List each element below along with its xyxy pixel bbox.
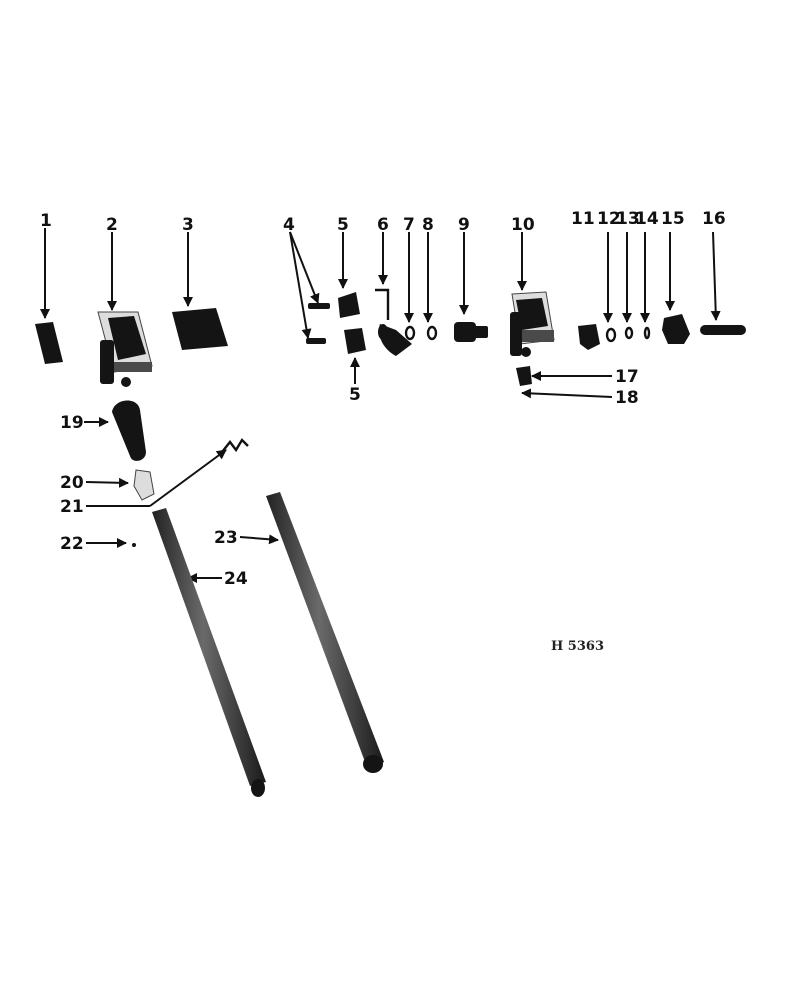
leader-21b [149,449,227,507]
callout-9: 9 [458,215,470,235]
part-1-pad [35,322,63,364]
part-3-plate [172,308,228,350]
leader-16 [710,231,721,321]
callout-6: 6 [377,215,389,235]
callout-15: 15 [661,209,685,229]
part-13-ring [624,326,634,340]
callout-17: 17 [615,367,639,387]
callout-2: 2 [106,215,118,235]
callout-8: 8 [422,215,434,235]
leader-4b [289,231,312,339]
callout-1: 1 [40,211,52,231]
callout-22: 22 [60,534,84,554]
leader-20 [85,477,129,488]
part-21-spring [221,438,249,453]
part-19-knob [112,400,146,461]
callout-12: 12 [597,209,621,229]
callout-5-upper: 5 [337,215,349,235]
part-6-lever [375,288,412,356]
callout-20: 20 [60,473,84,493]
leader-lines [40,228,721,583]
part-2-housing [97,311,153,387]
callout-11: 11 [571,209,595,229]
part-11-cap [578,324,600,350]
part-23-tube [266,492,384,773]
callout-21: 21 [60,497,84,517]
callout-23: 23 [214,528,238,548]
callout-18: 18 [615,388,639,408]
part-22-pin [132,543,136,547]
leader-18 [521,388,613,399]
part-15-cup [662,314,690,344]
part-4-pin-upper [308,303,330,309]
parts [35,288,746,797]
callout-19: 19 [60,413,84,433]
part-5-block-upper [338,292,360,318]
callout-16: 16 [702,209,726,229]
part-7-washer [404,325,416,341]
part-20-clip [133,469,155,501]
callout-10: 10 [511,215,535,235]
part-8-washer [426,325,438,341]
figure-code: H 5363 [551,639,604,654]
callout-14: 14 [635,209,659,229]
part-16-rod [700,325,746,335]
part-14-ring [643,326,651,340]
callout-5-lower: 5 [349,385,361,405]
part-10-housing [510,291,555,357]
part-17-block [516,366,532,386]
part-4-pin-lower [306,338,326,344]
part-12-ring [605,327,617,343]
callout-labels: 1 2 3 4 5 5 6 7 8 9 10 11 12 13 14 15 16… [40,209,726,589]
callout-4: 4 [283,215,295,235]
part-5-block-lower [344,328,366,354]
part-9-fitting [454,322,488,342]
callout-24: 24 [224,569,248,589]
part-24-tube [152,508,266,797]
callout-13: 13 [616,209,640,229]
callout-7: 7 [403,215,415,235]
callout-3: 3 [182,215,194,235]
leader-4a [289,231,320,304]
leader-23 [239,534,279,545]
